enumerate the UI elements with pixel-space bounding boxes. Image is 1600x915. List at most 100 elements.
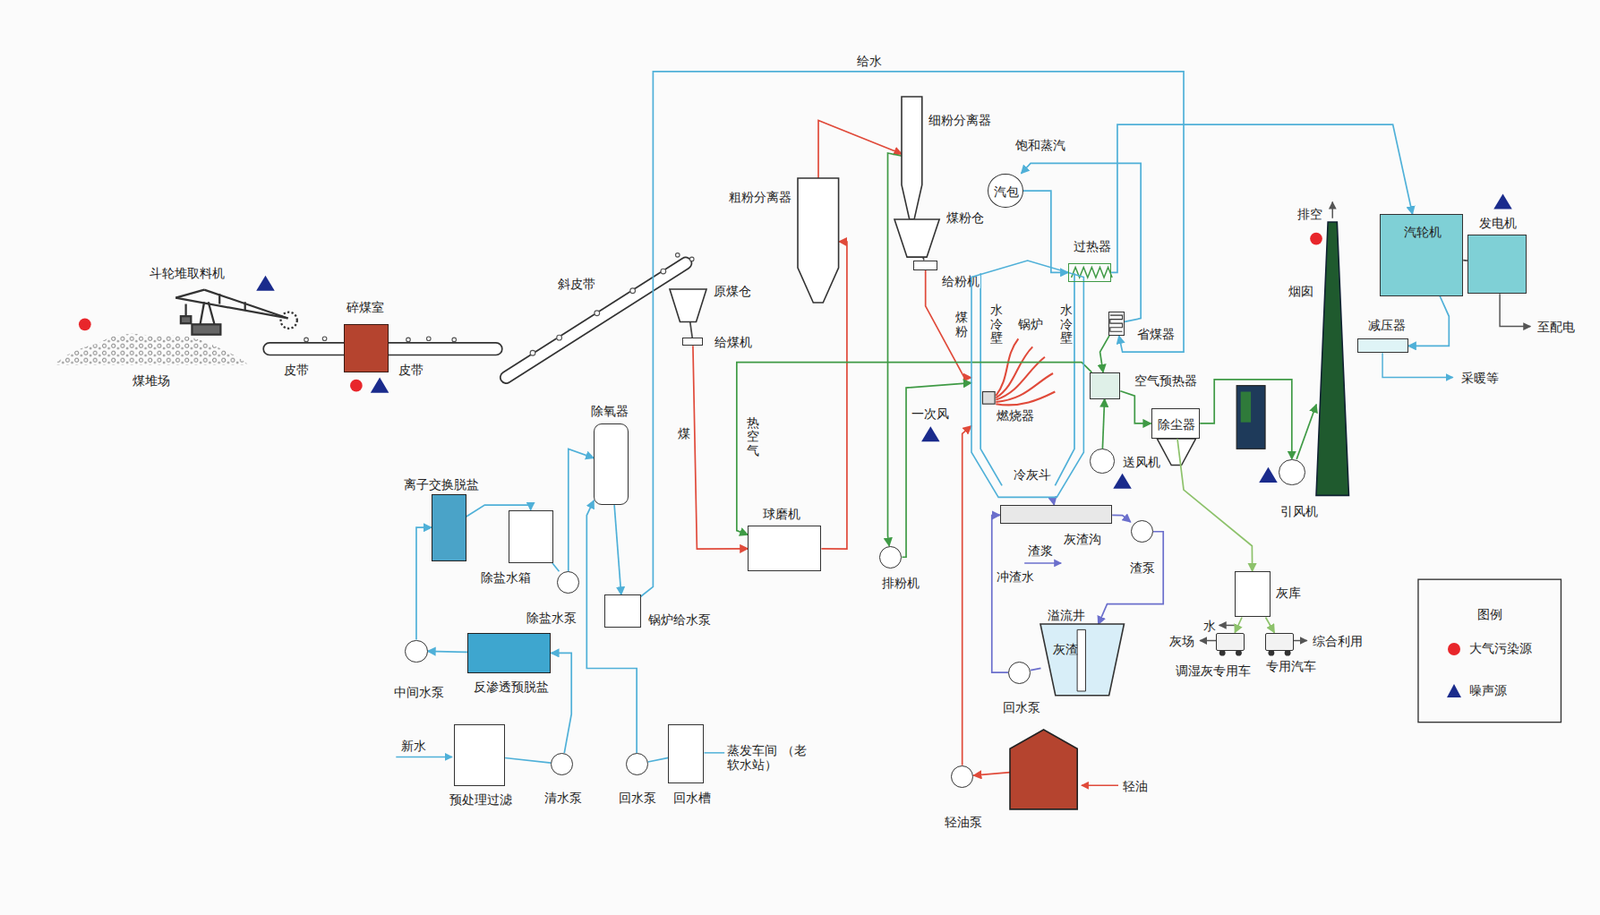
hopper-shape (669, 289, 707, 322)
flow-arrows (1219, 624, 1235, 626)
plain-label: 皮带 (397, 362, 425, 377)
incline-belt (530, 350, 536, 356)
node-label: 汽包 (992, 184, 1020, 199)
legend-item: 大气污染源 (1445, 641, 1532, 658)
incline-belt (660, 268, 667, 274)
node-label: 粗粉分离器 (727, 189, 793, 205)
legend-swatch (1445, 683, 1463, 700)
equipment-box: 回水槽 (667, 724, 704, 784)
pump-symbol: 渣泵 (1130, 520, 1154, 543)
plain-label: 冲渣水 (995, 569, 1036, 584)
flow-connector (427, 650, 468, 654)
flow-connector (1102, 399, 1104, 450)
incline-belt (505, 263, 686, 378)
pump-symbol: 轻油泵 (950, 765, 974, 788)
node-label: 除盐水泵 (525, 610, 578, 625)
outline (1316, 222, 1349, 496)
plain-label: 蒸发车间 （老软水站） (726, 743, 809, 772)
edge-label: 给水 (855, 53, 883, 69)
stacker-reclaimer (175, 290, 298, 335)
coal-pile (52, 333, 249, 366)
flow-connector (1234, 616, 1242, 633)
node-label: 锅炉给水泵 (647, 612, 712, 627)
desulfurizer (1240, 392, 1251, 423)
flow-arrows (1499, 293, 1531, 326)
furnace-shape: 锅炉 (971, 260, 1084, 497)
air-pollution-source (78, 232, 1323, 393)
noise-source (370, 377, 390, 394)
drum-circle: 汽包 (987, 173, 1024, 209)
stacker-reclaimer (200, 301, 206, 325)
node-label: 过热器 (1072, 238, 1113, 253)
flames (995, 392, 1055, 406)
outline (669, 289, 707, 322)
plain-label: 水冷壁 (1059, 303, 1074, 345)
flow-connector (641, 71, 1184, 597)
node-label: 送风机 (1121, 454, 1162, 470)
collector-funnel (1156, 438, 1196, 466)
cyclone-shape: 粗粉分离器 (797, 178, 839, 303)
legend-text: 大气污染源 (1469, 641, 1532, 658)
flow-connector (1120, 391, 1151, 424)
overflow-column (1078, 630, 1087, 693)
truck-box: 专用汽车 (1265, 633, 1294, 652)
node-label: 汽轮机 (1403, 224, 1443, 240)
node-label: 原煤仓 (712, 283, 753, 299)
node-label: 细粉分离器 (927, 112, 993, 128)
flow-connector (1408, 296, 1450, 347)
node-label: 灰渣沟 (1062, 531, 1103, 547)
stacker-reclaimer (180, 316, 191, 324)
node-label: 球磨机 (761, 506, 802, 522)
furnace-shape (971, 260, 1084, 497)
noise-source (1258, 467, 1278, 483)
plain-label: 灰场 (1168, 633, 1196, 649)
plain-label: 采暖等 (1460, 370, 1500, 386)
hopper-shape: 煤粉仓 (894, 219, 940, 257)
node-label: 回水泵 (1001, 700, 1042, 715)
node-label: 除氧器 (590, 403, 630, 419)
stacker-reclaimer (175, 298, 288, 319)
noise-source (1112, 473, 1132, 489)
cyclone-shape (797, 178, 839, 303)
flow-connector (973, 772, 1010, 777)
node-label: 灰渣 (1052, 641, 1079, 657)
stacker-reclaimer (281, 312, 298, 329)
flow-connector (1177, 438, 1253, 572)
flow-connector (1266, 616, 1275, 633)
outline (971, 260, 1084, 497)
incline-belt (594, 310, 600, 317)
legend-frame (1418, 579, 1562, 723)
node-label: 溢流井 (1046, 607, 1087, 623)
belt-conveyor (406, 337, 411, 343)
pit-shape (1040, 624, 1124, 696)
belt-conveyor (452, 337, 457, 343)
stacker-reclaimer (175, 290, 205, 299)
flow-arrows (1332, 202, 1334, 219)
economizer-coil (1110, 315, 1123, 332)
plain-label: 排空 (1296, 206, 1324, 222)
plain-label: 冷灰斗 (1012, 467, 1053, 482)
flow-arrows (1024, 562, 1061, 564)
plain-label: 热空气 (745, 416, 761, 458)
flow-connector (992, 514, 1009, 673)
flow-connector (1052, 496, 1054, 505)
flow-connector (1100, 335, 1110, 373)
hopper-shape (894, 219, 940, 257)
plain-label: 斗轮堆取料机 (148, 265, 226, 281)
superheater-coil (1071, 267, 1113, 278)
flow-connector (552, 563, 560, 572)
plain-label: 皮带 (282, 362, 310, 377)
pump-symbol: 回水泵 (625, 752, 649, 776)
pump-symbol: 送风机 (1089, 448, 1114, 473)
incline-belt (505, 263, 686, 378)
chimney-shape (1316, 222, 1349, 496)
node-label: 锅炉 (1017, 316, 1044, 332)
pit-shape: 溢流井灰渣 (1040, 624, 1124, 696)
node-label: 渣泵 (1129, 559, 1156, 574)
node-label: 中间水泵 (393, 684, 445, 699)
equipment-box: 发电机 (1467, 234, 1527, 294)
desulfurizer (1236, 385, 1266, 450)
node-label: 灰库 (1274, 585, 1302, 600)
node-label: 除尘器 (1156, 417, 1197, 432)
